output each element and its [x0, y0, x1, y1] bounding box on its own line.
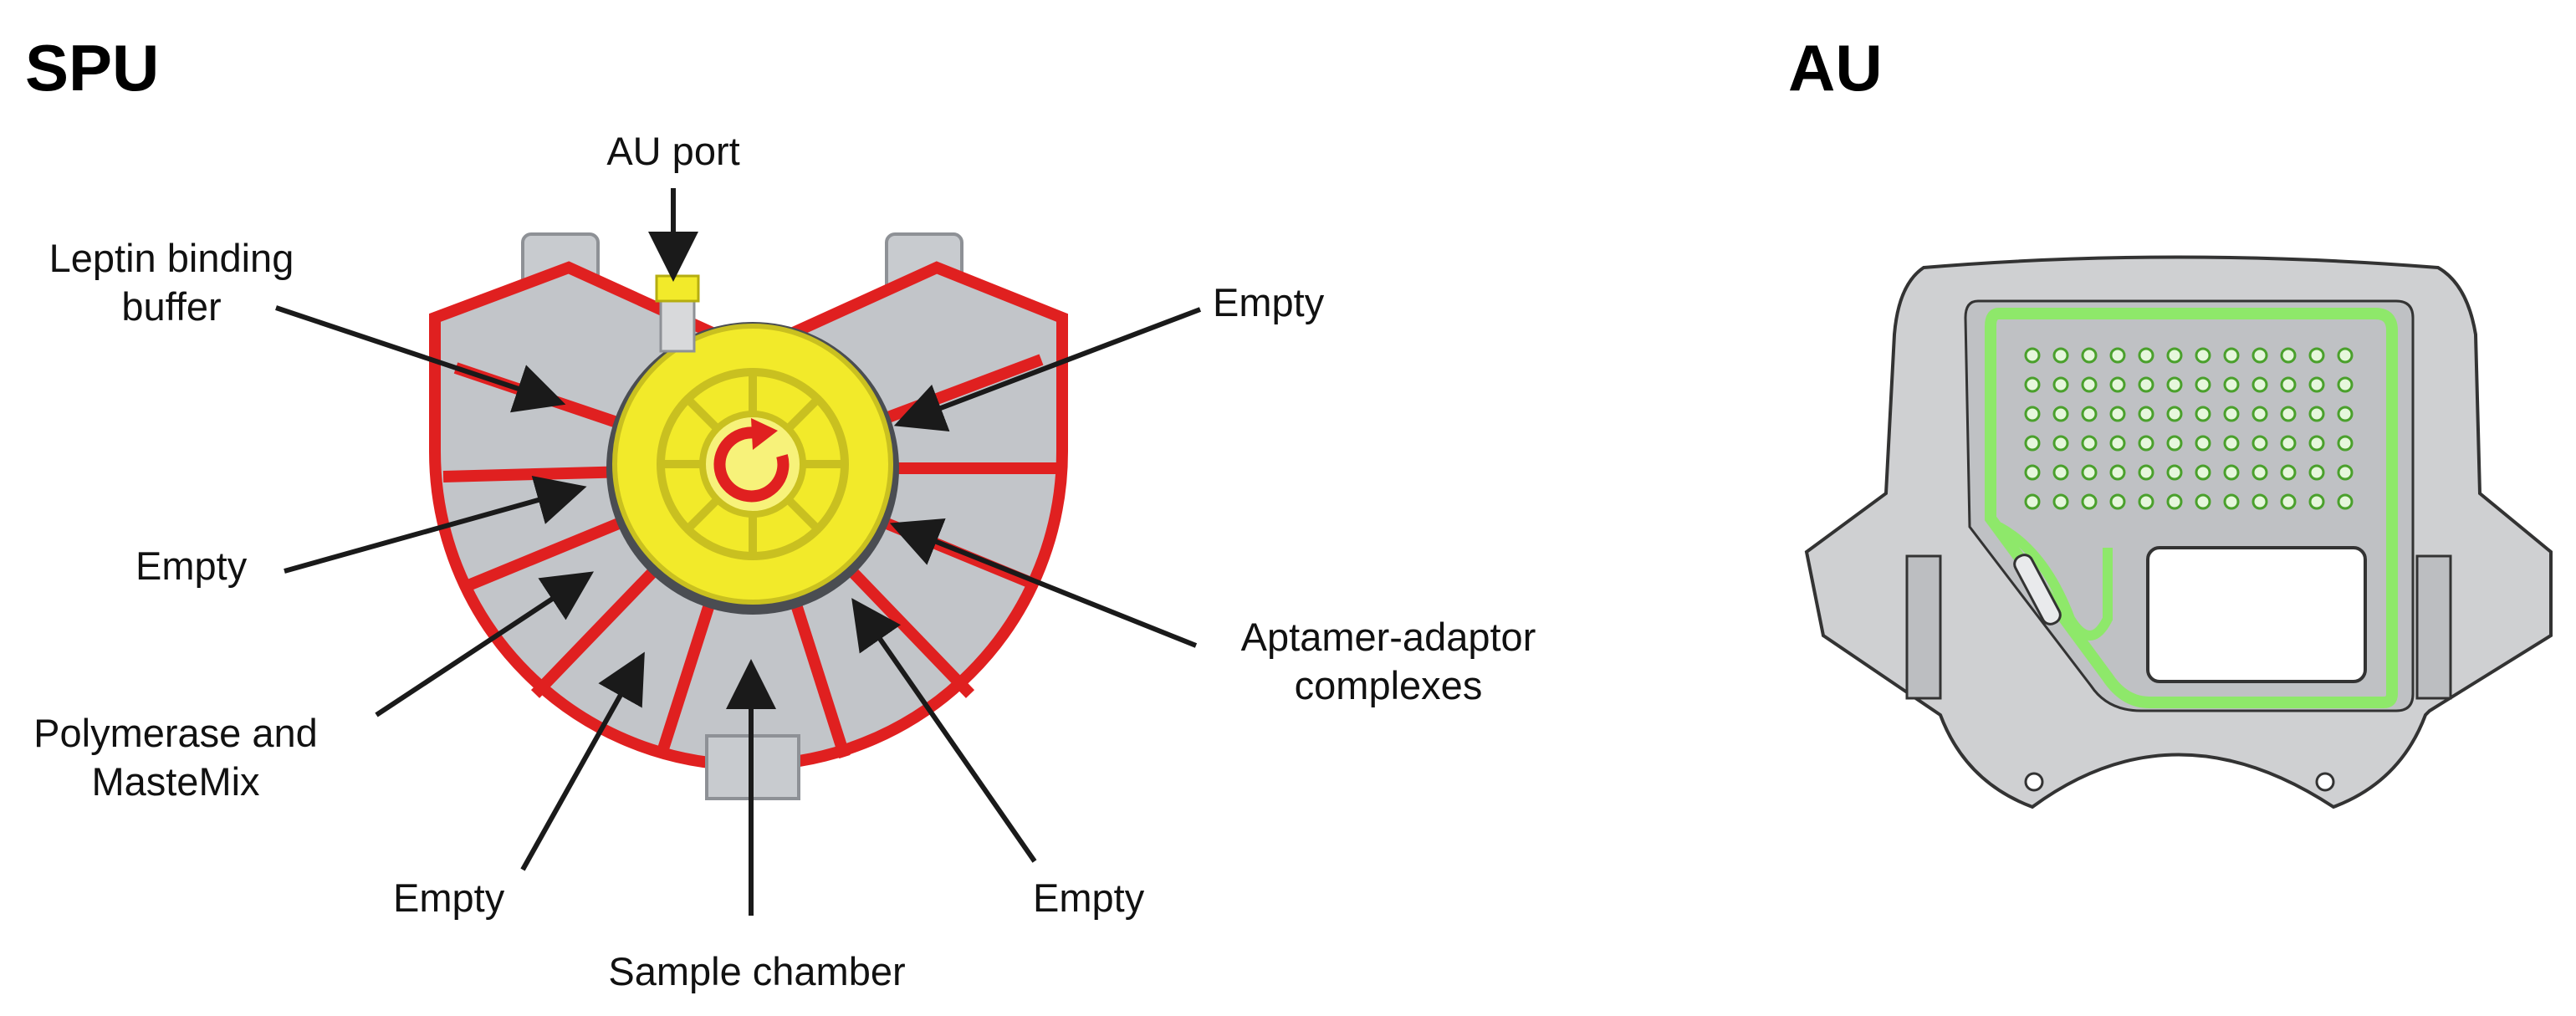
au-well: [2337, 347, 2354, 364]
au-well: [2024, 376, 2041, 393]
au-well: [2024, 435, 2041, 452]
au-well: [2166, 493, 2183, 510]
au-well: [2109, 464, 2126, 481]
au-well: [2138, 376, 2154, 393]
au-well: [2223, 376, 2240, 393]
spu-panel-title: SPU: [25, 31, 160, 105]
au-well: [2223, 347, 2240, 364]
au-well: [2138, 406, 2154, 422]
au-well: [2052, 464, 2069, 481]
au-well: [2052, 406, 2069, 422]
arrow-empty-top-right: [893, 307, 1202, 431]
au-well: [2109, 347, 2126, 364]
arrow-empty-bottom-right: [851, 598, 1037, 863]
au-well: [2337, 435, 2354, 452]
au-well: [2251, 376, 2268, 393]
au-well: [2109, 406, 2126, 422]
au-well: [2337, 406, 2354, 422]
label-sample-chamber: Sample chamber: [608, 949, 906, 993]
au-well: [2308, 347, 2325, 364]
au-well: [2337, 493, 2354, 510]
arrow-leptin-buffer: [275, 305, 566, 413]
au-well: [2052, 493, 2069, 510]
au-well: [2251, 347, 2268, 364]
au-well: [2280, 493, 2297, 510]
au-well: [2223, 406, 2240, 422]
au-well: [2195, 347, 2211, 364]
au-well: [2138, 347, 2154, 364]
au-well: [2251, 464, 2268, 481]
au-well-grid: [2024, 347, 2354, 510]
label-empty-top-right: Empty: [1213, 280, 1325, 324]
label-aptamer-adaptor-complexes: Aptamer-adaptor complexes: [1240, 615, 1536, 707]
au-well: [2024, 347, 2041, 364]
au-well: [2138, 464, 2154, 481]
arrow-polymerase: [375, 571, 595, 717]
au-well: [2052, 376, 2069, 393]
label-au-port: AU port: [606, 129, 740, 173]
au-well: [2195, 435, 2211, 452]
au-well: [2337, 376, 2354, 393]
spu-arrows: [275, 188, 1202, 916]
au-well: [2109, 376, 2126, 393]
au-well: [2138, 435, 2154, 452]
au-well: [2223, 435, 2240, 452]
au-well: [2081, 376, 2098, 393]
au-well: [2195, 493, 2211, 510]
au-well: [2024, 464, 2041, 481]
au-well: [2138, 493, 2154, 510]
au-fluidic-channel: [1985, 308, 2398, 708]
au-well: [2280, 347, 2297, 364]
au-well: [2166, 464, 2183, 481]
au-well: [2052, 435, 2069, 452]
spu-rotor: [606, 322, 899, 615]
au-well: [2251, 435, 2268, 452]
au-well: [2081, 406, 2098, 422]
au-well: [2166, 435, 2183, 452]
au-well: [2166, 347, 2183, 364]
au-well: [2308, 376, 2325, 393]
au-port: [655, 274, 700, 353]
au-well: [2251, 406, 2268, 422]
au-panel-title: AU: [1788, 31, 1883, 105]
rotation-icon: [713, 426, 790, 503]
arrow-empty-bottom-left: [520, 651, 645, 871]
au-well: [2081, 493, 2098, 510]
au-cartridge: [1804, 255, 2553, 809]
au-well: [2109, 435, 2126, 452]
au-well: [2024, 406, 2041, 422]
au-well: [2081, 347, 2098, 364]
au-well: [2166, 376, 2183, 393]
au-well: [2308, 464, 2325, 481]
label-leptin-binding-buffer: Leptin binding buffer: [49, 236, 294, 329]
label-empty-bottom-left: Empty: [393, 876, 505, 920]
au-well: [2195, 464, 2211, 481]
au-well: [2081, 435, 2098, 452]
label-empty-bottom-right: Empty: [1033, 876, 1145, 920]
au-well: [2166, 406, 2183, 422]
au-well: [2308, 406, 2325, 422]
au-well: [2251, 493, 2268, 510]
label-polymerase-mastemix: Polymerase and MasteMix: [33, 711, 318, 804]
au-well: [2081, 464, 2098, 481]
au-well: [2024, 493, 2041, 510]
label-empty-left: Empty: [135, 544, 248, 588]
au-well: [2308, 493, 2325, 510]
au-well: [2280, 435, 2297, 452]
au-well: [2280, 406, 2297, 422]
au-well: [2195, 376, 2211, 393]
arrow-empty-left: [284, 476, 587, 574]
au-well: [2223, 493, 2240, 510]
au-well: [2052, 347, 2069, 364]
au-well: [2308, 435, 2325, 452]
arrow-aptamer: [889, 518, 1198, 648]
au-well: [2109, 493, 2126, 510]
au-well: [2337, 464, 2354, 481]
au-well: [2223, 464, 2240, 481]
au-well: [2280, 376, 2297, 393]
au-well: [2195, 406, 2211, 422]
au-well: [2280, 464, 2297, 481]
